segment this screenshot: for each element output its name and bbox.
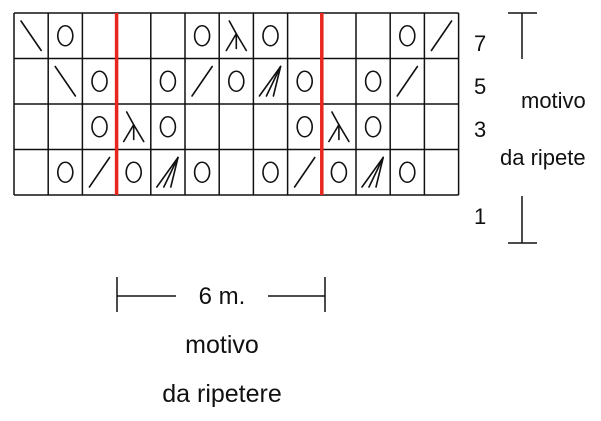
row-repeat-caption-line1: motivo: [521, 88, 586, 113]
stitch-cells: [20, 20, 453, 188]
row-number-5: 5: [474, 74, 486, 99]
stitch-yo-r5-c5: [159, 70, 177, 93]
row-number-7: 7: [474, 31, 486, 56]
stitch-yo-r3-c11: [364, 115, 382, 138]
stitch-yo-r3-c5: [159, 115, 177, 138]
stitch-yo-r1-c6: [193, 161, 211, 184]
row-number-1: 1: [474, 204, 486, 229]
repeat-width-label: 6 m.: [199, 283, 246, 310]
stitch-yo-r1-c10: [330, 161, 348, 184]
stitch-sk2p-r7-c7: [225, 20, 248, 52]
stitch-sk2p-r3-c10: [328, 111, 350, 143]
stitch-repeat-bracket: [116, 277, 326, 312]
stitch-yo-r1-c8: [262, 161, 279, 184]
stitch-ssk-r1-c3: [88, 156, 111, 188]
stitch-yo-r3-c9: [296, 115, 314, 138]
stitch-yo-r1-c12: [398, 161, 416, 184]
row-number-3: 3: [474, 117, 486, 142]
stitch-yo-r7-c2: [57, 24, 74, 47]
stitch-yo-r7-c6: [193, 24, 211, 47]
stitch-k2tog-r5-c2: [54, 65, 77, 97]
row-repeat-bracket: [508, 12, 537, 244]
stitch-ssk-r7-c13: [430, 20, 453, 52]
stitch-sk2p-r3-c4: [122, 111, 145, 143]
grid-lines: [13, 12, 460, 196]
stitch-k3tog-r1-c11: [361, 156, 385, 188]
stitch-yo-r1-c2: [57, 161, 74, 184]
repeat-caption-line2: da ripetere: [162, 380, 282, 408]
stitch-yo-r1-c4: [125, 161, 142, 184]
stitch-ssk-r1-c9: [293, 156, 316, 188]
stitch-ssk-r5-c12: [396, 65, 419, 97]
stitch-yo-r3-c3: [91, 115, 108, 138]
stitch-k2tog-r7-c1: [20, 20, 43, 52]
stitch-yo-r7-c8: [262, 24, 279, 47]
stitch-yo-r7-c12: [398, 24, 416, 47]
stitch-k3tog-r5-c8: [258, 65, 282, 97]
repeat-lines: [114, 13, 324, 195]
repeat-caption-line1: motivo: [185, 331, 259, 359]
stitch-yo-r5-c11: [364, 70, 382, 93]
stitch-k3tog-r1-c5: [156, 156, 179, 188]
stitch-yo-r5-c3: [91, 70, 108, 93]
stitch-yo-r5-c7: [228, 70, 245, 93]
row-repeat-caption-line2: da ripete: [500, 145, 586, 170]
stitch-yo-r5-c9: [296, 70, 314, 93]
stitch-ssk-r5-c6: [191, 65, 213, 97]
